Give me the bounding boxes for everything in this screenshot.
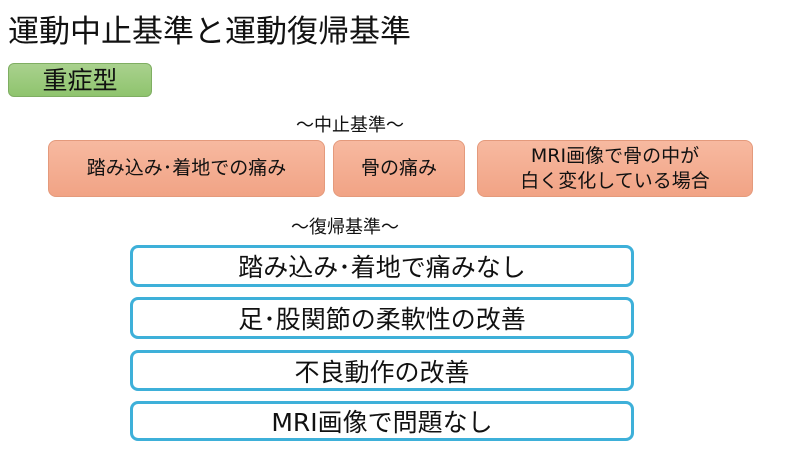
stop-criterion: 骨の痛み bbox=[333, 140, 465, 197]
return-criterion: MRI画像で問題なし bbox=[130, 401, 634, 441]
return-criterion: 踏み込み･着地で痛みなし bbox=[130, 245, 634, 287]
return-criterion: 不良動作の改善 bbox=[130, 350, 634, 391]
return-criteria-heading: ～復帰基準～ bbox=[291, 217, 399, 238]
stop-criterion: MRI画像で骨の中が 白く変化している場合 bbox=[477, 140, 753, 197]
stop-criterion: 踏み込み･着地での痛み bbox=[48, 140, 325, 197]
slide-title: 運動中止基準と運動復帰基準 bbox=[8, 14, 411, 50]
return-criterion: 足･股関節の柔軟性の改善 bbox=[130, 297, 634, 339]
severity-badge: 重症型 bbox=[8, 63, 152, 97]
stop-criteria-heading: ～中止基準～ bbox=[296, 115, 404, 136]
